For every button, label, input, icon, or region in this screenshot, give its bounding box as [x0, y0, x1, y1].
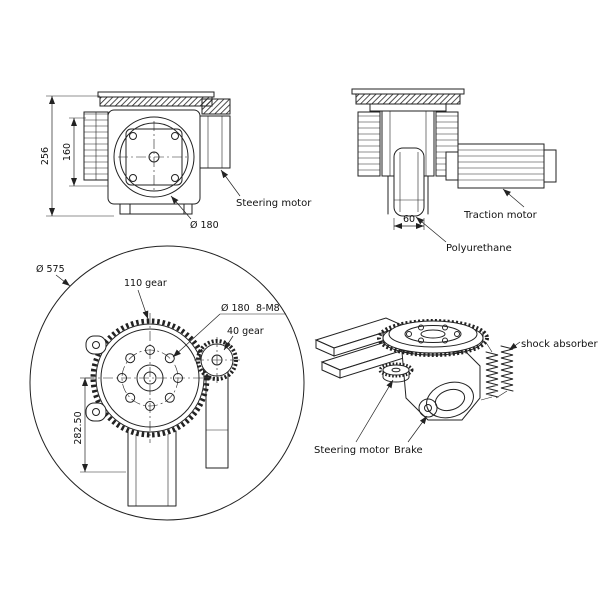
top-view: Ø 575 110 gear Ø 180 8-M8 40 gear 282.50: [29, 245, 305, 521]
top-beam-main: [127, 430, 177, 507]
polyurethane-callout: Polyurethane: [415, 216, 512, 254]
dim-282-50: 282.50: [73, 377, 126, 473]
side-view: 60 Traction motor Polyurethane: [351, 88, 557, 254]
side-spring-left: [357, 111, 381, 177]
dim-180-front-label: Ø 180: [190, 220, 219, 231]
top-outer-circle: [29, 245, 305, 521]
gear-40-label: 40 gear: [227, 326, 264, 337]
iso-slewing-disc: [377, 319, 489, 357]
bolt-spec-label: 8-M8: [256, 303, 280, 314]
front-right-cap-hatch: [201, 98, 231, 115]
shock-absorber-label: shock absorber: [521, 339, 599, 350]
dim-282-50-label: 282.50: [73, 411, 84, 444]
front-steering-motor-box: [199, 115, 231, 169]
side-traction-motor: [445, 143, 557, 189]
dim-575-label: Ø 575: [36, 264, 65, 275]
iso-shock-absorbers: [480, 343, 514, 401]
front-springs: [83, 111, 109, 181]
bolt-circle-callout: Ø 180 8-M8: [172, 303, 286, 358]
dim-60: 60: [393, 214, 425, 230]
front-wheel-outer: [113, 116, 195, 198]
iso-steering-motor-label: Steering motor: [314, 445, 390, 456]
side-top-plate-hatch: [355, 93, 461, 105]
dim-160: 160: [62, 117, 108, 187]
iso-housing: [401, 351, 481, 421]
gear-110-callout: 110 gear: [124, 278, 167, 320]
dim-160-label: 160: [62, 143, 73, 161]
front-top-plate-hatch: [99, 96, 213, 107]
iso-steering-motor-callout: Steering motor: [314, 379, 394, 456]
top-ear-tabs: [85, 335, 107, 422]
dim-575-callout: Ø 575: [36, 264, 71, 287]
dim-256: 256: [40, 95, 114, 217]
side-flange: [369, 103, 447, 112]
front-top-plate: [97, 91, 215, 98]
top-beam-small: [205, 371, 229, 469]
gear-40-callout: 40 gear: [223, 326, 264, 351]
iso-pinion-gear: [378, 362, 414, 383]
front-steering-motor-label: Steering motor: [236, 198, 312, 209]
iso-wheel: [426, 381, 474, 419]
dim-diameter-180-front: Ø 180: [170, 195, 219, 231]
dim-60-label: 60: [403, 214, 415, 225]
dim-256-label: 256: [40, 147, 51, 165]
polyurethane-label: Polyurethane: [446, 243, 512, 254]
front-housing: [107, 109, 201, 215]
side-top-plate: [351, 88, 465, 95]
front-view: 256 160 Ø 180 Steering motor: [40, 91, 312, 231]
brake-callout: Brake: [394, 415, 428, 456]
front-bottom-legs: [119, 203, 193, 215]
top-gear-110: [85, 313, 215, 443]
dim-180-top-label: Ø 180: [221, 303, 250, 314]
traction-motor-callout: Traction motor: [463, 188, 538, 221]
traction-motor-label: Traction motor: [463, 210, 538, 221]
iso-brake-disc: [418, 398, 438, 418]
shock-absorber-callout: shock absorber: [508, 339, 599, 351]
gear-110-label: 110 gear: [124, 278, 167, 289]
top-gear-40: [194, 337, 240, 383]
iso-view: shock absorber Steering motor Brake: [314, 317, 599, 456]
brake-label: Brake: [394, 445, 423, 456]
front-steering-motor-callout: Steering motor: [220, 169, 312, 209]
side-wheel: [393, 147, 425, 217]
